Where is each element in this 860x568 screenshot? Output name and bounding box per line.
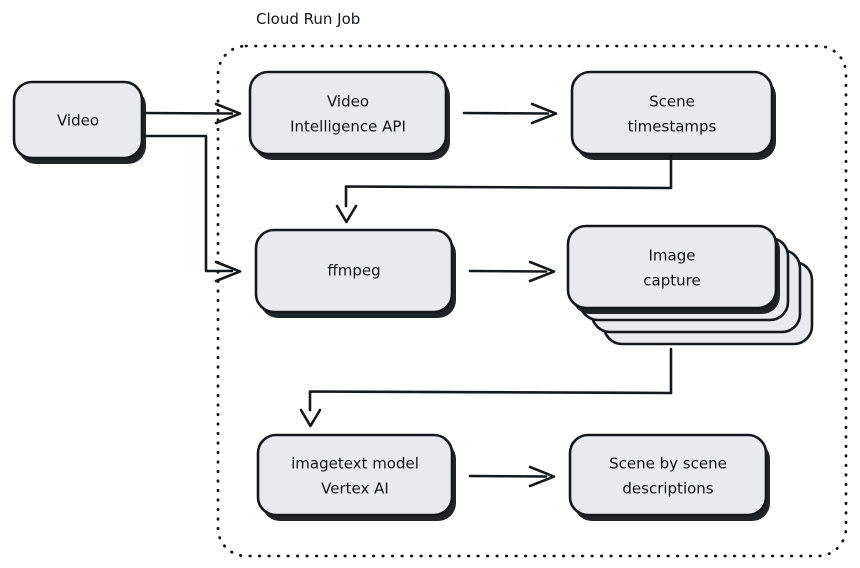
node-image-capture[interactable]: Image capture [566,224,814,346]
node-ffmpeg-label: ffmpeg [327,262,380,280]
node-ffmpeg[interactable]: ffmpeg [254,228,456,318]
node-scene-by-scene-descriptions-label-line1: Scene by scene [609,455,727,473]
edge-imagetext-model-to-descriptions [468,465,556,488]
node-video-intelligence-api-label-line2: Intelligence API [290,118,406,136]
node-imagetext-model-label-line2: Vertex AI [321,480,389,498]
node-image-capture-shape [566,224,778,310]
node-video-intelligence-api-shape [248,70,448,156]
edge-video-to-ffmpeg [141,134,242,283]
node-video-intelligence-api-label-line1: Video [327,93,369,111]
node-video-label: Video [57,112,99,130]
node-image-capture-label-line2: capture [643,272,700,290]
node-scene-timestamps-label-line1: Scene [649,93,695,111]
node-video[interactable]: Video [12,80,146,164]
node-scene-by-scene-descriptions[interactable]: Scene by scene descriptions [568,433,770,521]
node-imagetext-model-shape [256,433,454,517]
node-scene-by-scene-descriptions-label-line2: descriptions [622,480,713,498]
node-imagetext-model-label-line1: imagetext model [291,455,419,473]
node-imagetext-model-vertex-ai[interactable]: imagetext model Vertex AI [256,433,456,521]
edge-video-to-video-intelligence-api [141,102,242,125]
group-title-label: Cloud Run Job [256,10,360,28]
node-ffmpeg-shape [254,228,454,314]
edge-scene-timestamps-to-ffmpeg [335,153,673,224]
edge-video-intelligence-api-to-scene-timestamps [462,102,558,125]
node-scene-timestamps[interactable]: Scene timestamps [570,70,776,160]
node-video-shape [12,80,144,160]
node-scene-timestamps-shape [570,70,774,156]
node-video-intelligence-api[interactable]: Video Intelligence API [248,70,450,160]
cloud-run-job-group [216,44,848,558]
node-scene-timestamps-label-line2: timestamps [628,118,717,136]
node-image-capture-label-line1: Image [649,247,696,265]
node-scene-by-scene-descriptions-shape [568,433,768,517]
edge-image-capture-to-imagetext-model [299,347,673,428]
edge-ffmpeg-to-image-capture [468,260,556,283]
group-dotted-border [216,44,848,558]
